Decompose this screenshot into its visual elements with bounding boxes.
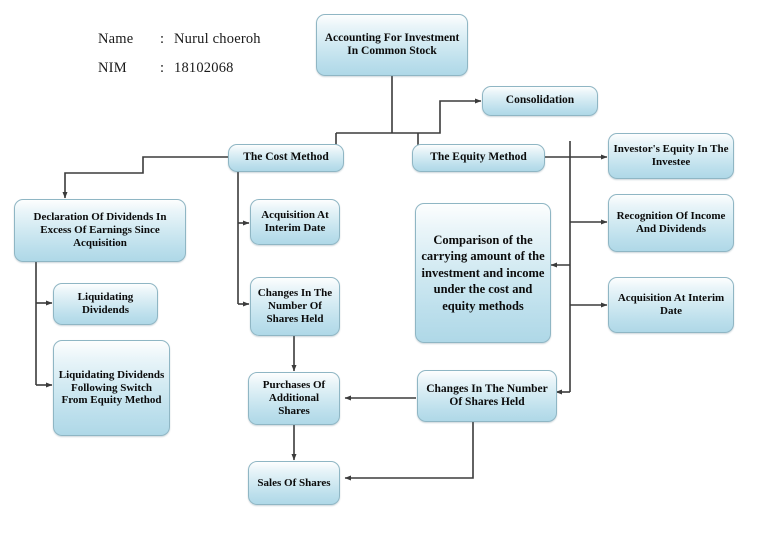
node-changes-shares-right[interactable]: Changes In The Number Of Shares Held	[417, 370, 557, 422]
node-liquidating-dividends[interactable]: Liquidating Dividends	[53, 283, 158, 325]
identification-row-name: Name : Nurul choeroh	[98, 31, 261, 48]
name-value: Nurul choeroh	[174, 31, 261, 47]
name-separator: :	[160, 31, 165, 47]
nim-value: 18102068	[174, 60, 234, 76]
node-equity-method[interactable]: The Equity Method	[412, 144, 545, 172]
node-root[interactable]: Accounting For Investment In Common Stoc…	[316, 14, 468, 76]
node-comparison[interactable]: Comparison of the carrying amount of the…	[415, 203, 551, 343]
identification-row-nim: NIM : 18102068	[98, 60, 234, 77]
node-purchases-additional-shares[interactable]: Purchases Of Additional Shares	[248, 372, 340, 425]
node-acquisition-interim-right[interactable]: Acquisition At Interim Date	[608, 277, 734, 333]
node-recognition[interactable]: Recognition Of Income And Dividends	[608, 194, 734, 252]
node-cost-method[interactable]: The Cost Method	[228, 144, 344, 172]
node-consolidation[interactable]: Consolidation	[482, 86, 598, 116]
node-sales-of-shares[interactable]: Sales Of Shares	[248, 461, 340, 505]
node-investor-equity[interactable]: Investor's Equity In The Investee	[608, 133, 734, 179]
nim-label: NIM	[98, 60, 127, 76]
nim-separator: :	[160, 60, 165, 76]
name-label: Name	[98, 31, 134, 47]
node-changes-shares-center[interactable]: Changes In The Number Of Shares Held	[250, 277, 340, 336]
node-declaration-of-dividends[interactable]: Declaration Of Dividends In Excess Of Ea…	[14, 199, 186, 262]
node-liquidating-dividends-switch[interactable]: Liquidating Dividends Following Switch F…	[53, 340, 170, 436]
node-acquisition-interim-center[interactable]: Acquisition At Interim Date	[250, 199, 340, 245]
